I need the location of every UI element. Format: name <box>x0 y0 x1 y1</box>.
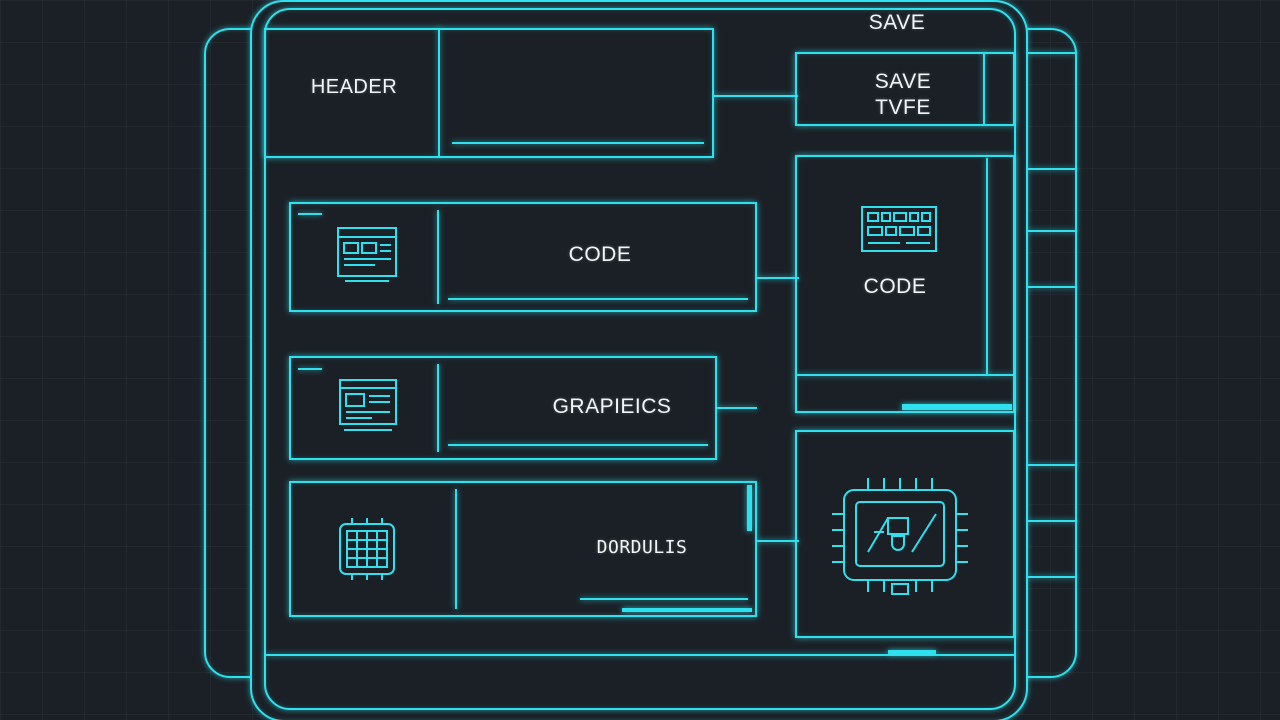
footer-divider <box>266 654 1014 656</box>
code-window-icon <box>335 225 399 285</box>
module-graphics-underline <box>448 444 708 446</box>
right-panel-processor[interactable] <box>795 430 1015 638</box>
module-graphics[interactable] <box>289 356 717 460</box>
save-type-divider <box>983 52 985 124</box>
right-panel-code-divider-v <box>986 158 988 376</box>
save-type-line1: SAVE <box>874 70 932 93</box>
right-rail-divider <box>1028 520 1076 522</box>
right-rail-divider <box>1028 576 1076 578</box>
module-graphics-divider <box>437 364 439 452</box>
header-bar <box>264 28 714 158</box>
right-panel-code-label: CODE <box>863 275 927 298</box>
module-dordulis-underline-bottom <box>622 608 752 612</box>
right-rail-divider <box>1028 168 1076 170</box>
footer-accent <box>888 650 936 654</box>
module-dordulis[interactable] <box>289 481 757 617</box>
module-dordulis-divider <box>455 489 457 609</box>
header-underline <box>452 142 704 144</box>
right-rail-divider <box>1028 230 1076 232</box>
module-code-connector <box>757 277 799 279</box>
module-code-underline <box>448 298 748 300</box>
processor-display-icon <box>828 474 972 602</box>
circuit-board-icon <box>860 205 938 253</box>
module-code-label: CODE <box>568 243 632 266</box>
graphics-window-icon <box>336 376 400 436</box>
chip-grid-icon <box>332 516 402 582</box>
right-rail-divider <box>1028 286 1076 288</box>
module-dordulis-connector <box>757 540 799 542</box>
save-type-panel[interactable] <box>795 52 1015 126</box>
right-panel-code-divider-h <box>797 374 1013 376</box>
header-connector <box>714 95 798 97</box>
module-code-divider <box>437 210 439 304</box>
save-type-line2: TVFE <box>875 96 931 119</box>
module-code[interactable] <box>289 202 757 312</box>
right-rail-divider <box>1028 464 1076 466</box>
module-graphics-tick <box>298 368 322 370</box>
module-dordulis-edge-accent <box>747 485 752 531</box>
right-panel-code[interactable] <box>795 155 1015 413</box>
module-dordulis-underline <box>580 598 748 600</box>
right-rail-divider <box>1028 52 1076 54</box>
module-graphics-connector <box>717 407 757 409</box>
module-dordulis-label: DORDULIS <box>596 537 688 558</box>
save-button[interactable]: SAVE <box>868 11 926 34</box>
module-code-tick <box>298 213 322 215</box>
header-label: HEADER <box>310 76 398 98</box>
right-panel-code-accent <box>902 404 1012 410</box>
header-divider <box>438 28 440 156</box>
module-graphics-label: GRAPIEICS <box>552 395 672 418</box>
